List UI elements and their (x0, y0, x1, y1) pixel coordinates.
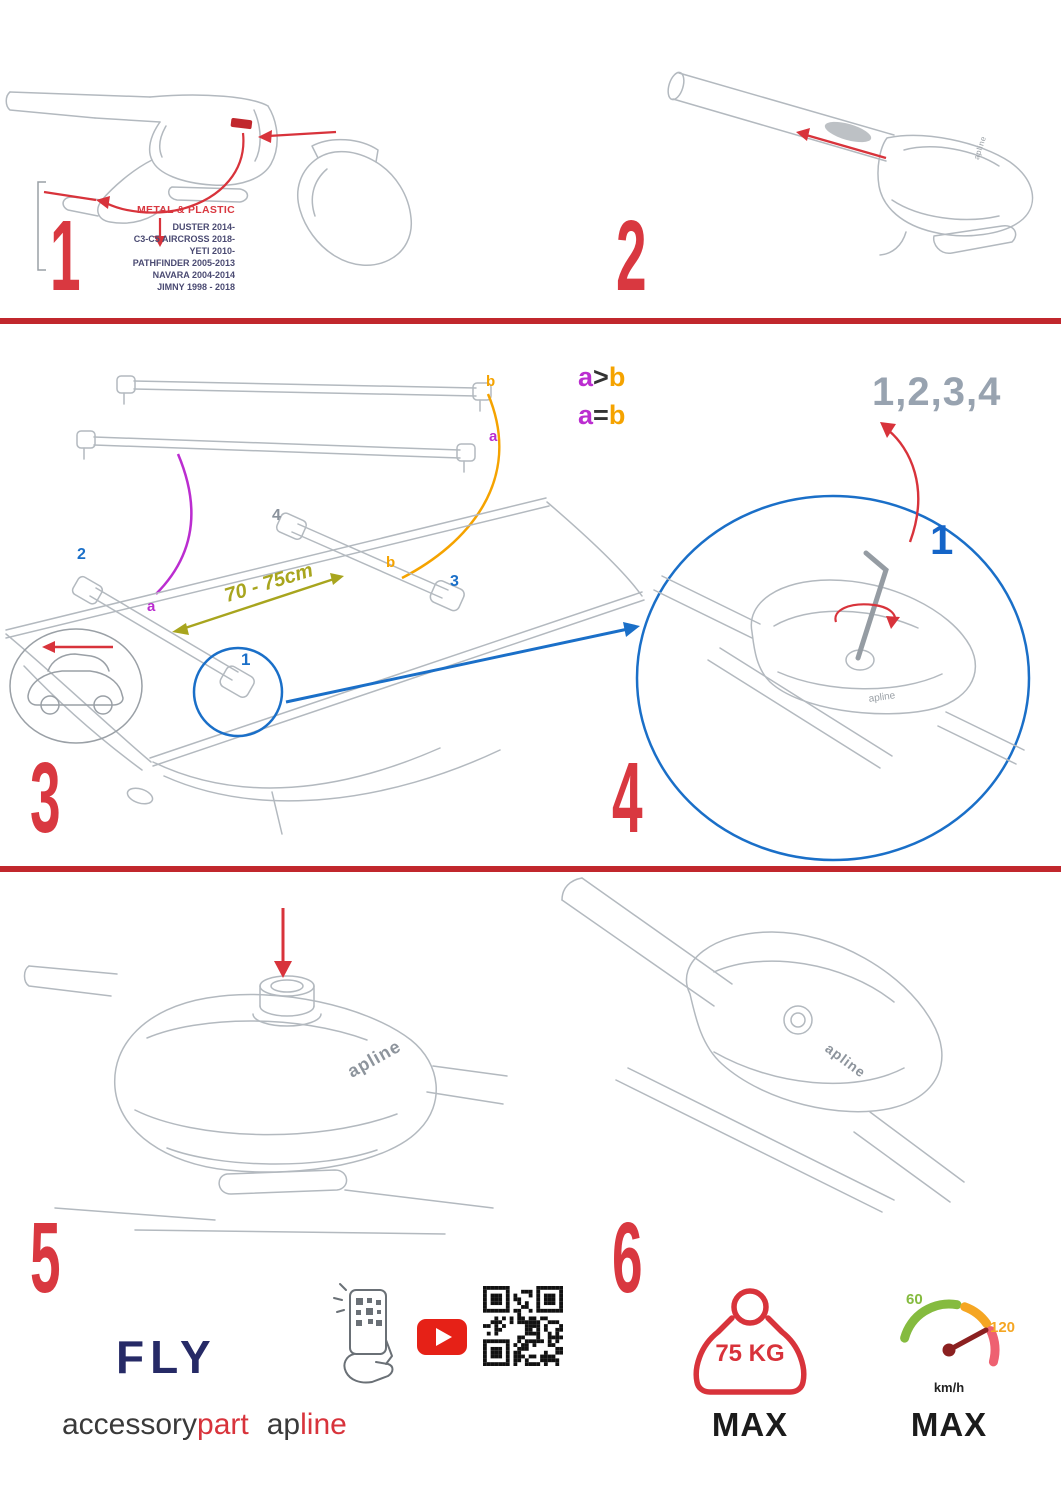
roof-label-a: a (147, 598, 156, 615)
vehicle-item: C3-C5 AIRCROSS 2018- (133, 234, 235, 244)
roof-label-b: b (386, 554, 396, 571)
step4-number: 4 (612, 742, 643, 854)
legend-a: a (578, 400, 594, 430)
legend-row-gt: a>b (578, 362, 625, 393)
zoom-circle (635, 494, 1031, 862)
step3-number: 3 (30, 742, 61, 854)
brand-line: line (300, 1408, 347, 1441)
legend-b: b (608, 400, 626, 430)
max-speed-label: MAX (910, 1406, 988, 1443)
foot-knob-drawing (23, 965, 508, 1235)
foot-cross-section-drawing (5, 91, 413, 266)
youtube-icon (417, 1319, 467, 1355)
vehicle-list: DUSTER 2014- C3-C5 AIRCROSS 2018- YETI 2… (70, 221, 235, 293)
speed-unit-label: km/h (933, 1380, 965, 1395)
position-label-4: 4 (272, 507, 281, 524)
bar-slot (824, 121, 872, 143)
brand-accessory: accessory (62, 1408, 198, 1441)
step5-number: 5 (30, 1202, 61, 1314)
step1-number: 1 (50, 200, 81, 312)
material-label: METAL & PLASTIC (136, 204, 235, 216)
step4-diagram (635, 422, 1031, 862)
blue-arrow (285, 622, 640, 704)
speedometer-needle (946, 1327, 989, 1353)
vehicle-item: YETI 2010- (189, 246, 235, 256)
position-label-2: 2 (77, 546, 86, 563)
step3-diagram (5, 375, 645, 835)
max-weight-icon (693, 1288, 807, 1395)
legend-gt-op: > (593, 362, 609, 392)
section-divider-2 (0, 866, 1061, 872)
red-arrow (796, 128, 887, 160)
allen-key (855, 550, 889, 661)
crossbar-end-drawing (667, 71, 1034, 256)
legend-b: b (608, 362, 626, 392)
step1-diagram (5, 91, 413, 271)
car-roof-drawing (5, 497, 645, 835)
max-weight-label: MAX (711, 1406, 789, 1443)
qr-scan-phone-icon (333, 1283, 394, 1384)
step6-number: 6 (612, 1202, 643, 1314)
measurement-arrow (172, 573, 344, 635)
brand-part: part (197, 1408, 249, 1441)
vehicle-item: PATHFINDER 2005-2013 (132, 258, 235, 268)
loose-crossbars (76, 375, 492, 473)
qr-code (483, 1286, 563, 1366)
step5-diagram (23, 908, 508, 1235)
max-weight-value: 75 KG (715, 1340, 785, 1367)
press-arrow (274, 908, 292, 978)
section-divider-1 (0, 318, 1061, 324)
phone-screen-qr (356, 1298, 382, 1326)
brand-ap: ap (266, 1408, 301, 1441)
legend-eq-op: = (593, 400, 609, 430)
speed-low-label: 60 (906, 1291, 923, 1308)
step6-diagram (561, 877, 965, 1213)
bar-label-a: a (489, 428, 498, 445)
sequence-arrow (880, 422, 920, 543)
vehicle-item: NAVARA 2004-2014 (152, 270, 235, 280)
inset-direction-arrow (42, 641, 113, 653)
foot-zoom-drawing (653, 575, 1025, 769)
max-speed-icon (900, 1299, 1000, 1367)
curve-b (401, 393, 501, 580)
tighten-sequence-label: 1,2,3,4 (872, 370, 1002, 414)
focus-circle (192, 646, 284, 738)
red-arrows (43, 130, 337, 247)
vehicle-item: JIMNY 1998 - 2018 (157, 282, 235, 292)
bar-label-b: b (486, 373, 496, 390)
mounted-foot-drawing (561, 877, 965, 1213)
model-name: FLY (116, 1331, 217, 1383)
legend-a: a (578, 362, 594, 392)
step2-number: 2 (616, 200, 647, 312)
vehicle-item: DUSTER 2014- (172, 222, 235, 232)
car-inset (9, 628, 143, 744)
speed-high-label: 120 (990, 1319, 1016, 1336)
legend-row-eq: a=b (578, 400, 625, 431)
position-label-3: 3 (450, 573, 459, 590)
step2-diagram (667, 71, 1034, 256)
position-label-1: 1 (241, 650, 251, 669)
rotation-arrow (834, 603, 900, 629)
brand-badge (230, 118, 253, 130)
sequence-start-label: 1 (930, 516, 954, 563)
callout-bracket (37, 181, 46, 271)
curve-a (155, 453, 193, 595)
